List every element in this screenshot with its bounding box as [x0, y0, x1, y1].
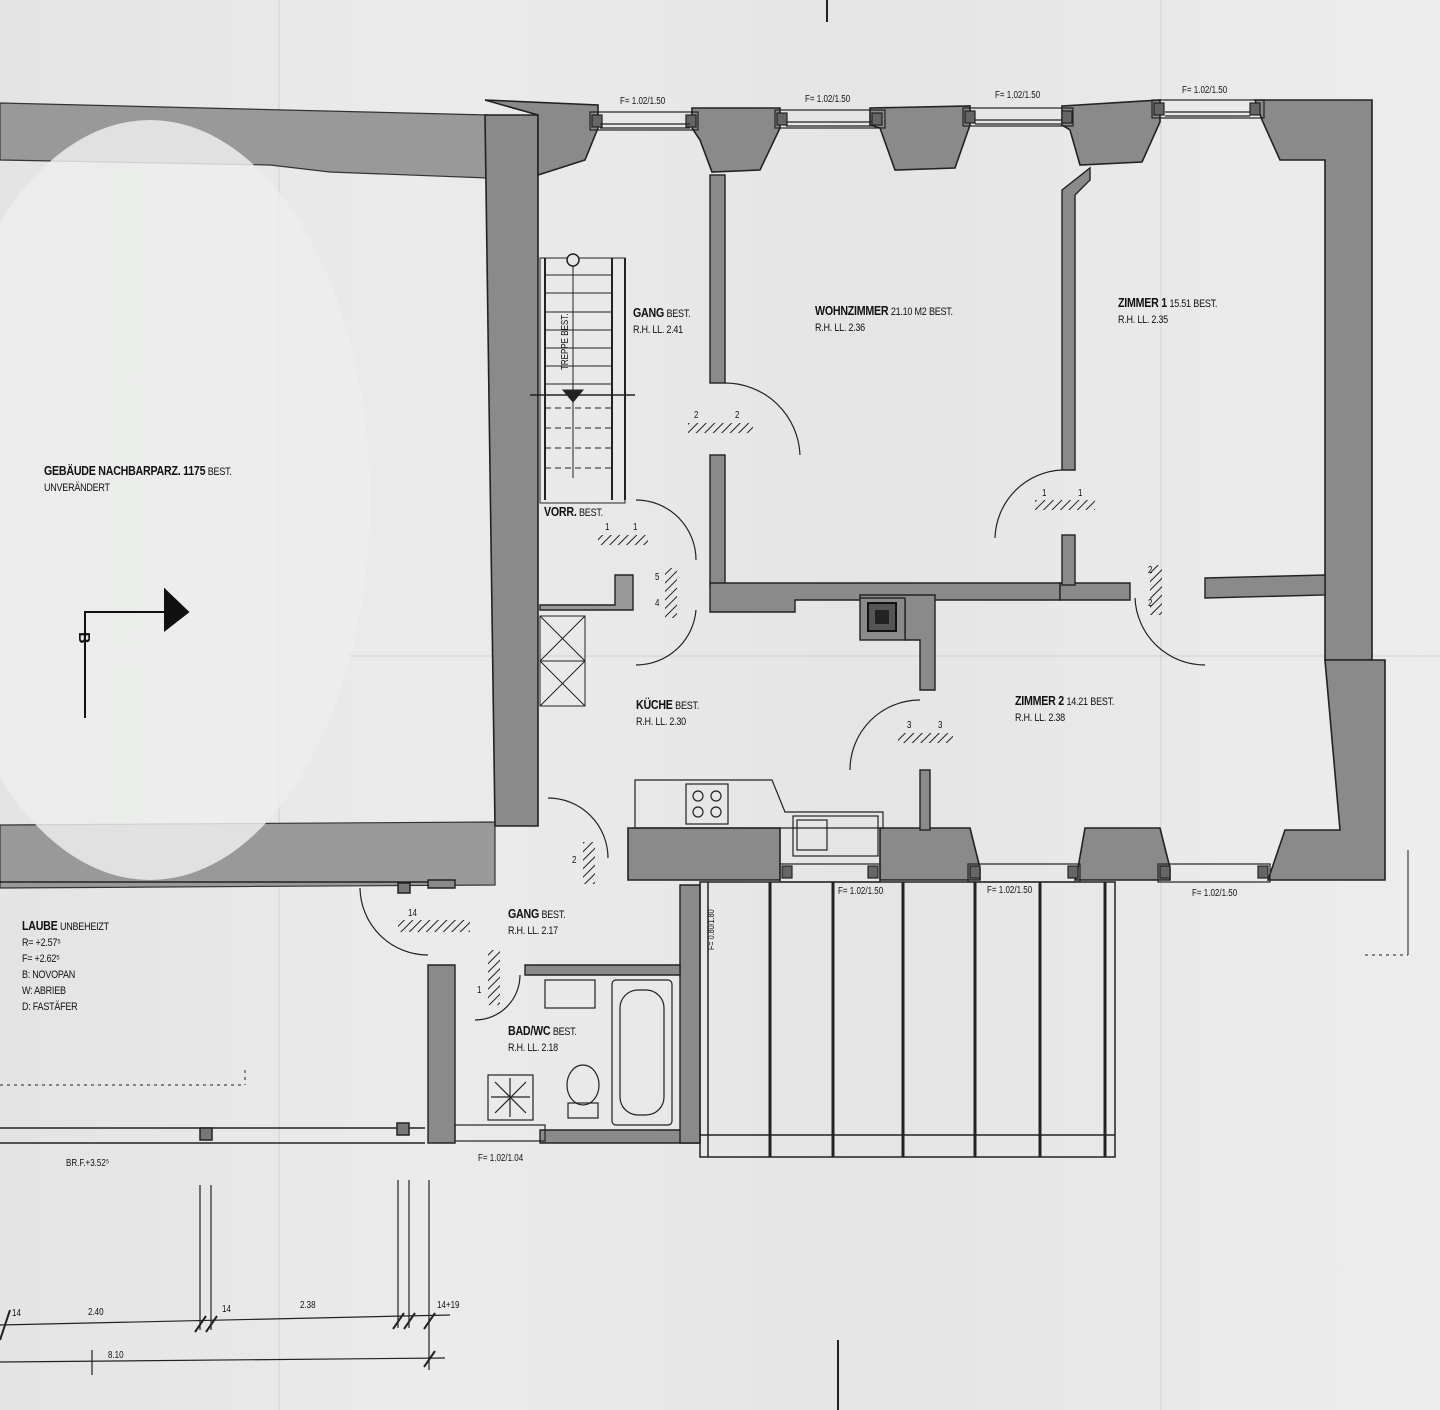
door-mark: 3 [938, 720, 943, 731]
door-mark: 1 [633, 522, 638, 533]
door-mark: 1 [477, 985, 482, 996]
door-marks [398, 423, 1162, 1005]
staircase [530, 253, 635, 707]
section-marker-b [84, 587, 190, 718]
door-mark: 2 [735, 410, 740, 421]
door-mark: 4 [655, 598, 660, 609]
window-label: F= 1.02/1.50 [987, 885, 1033, 896]
windows-bottom [454, 863, 1271, 1142]
room-label-zimmer1: ZIMMER 1 15.51 BEST. R.H. LL. 2.35 [1118, 295, 1218, 326]
window-label: F= 1.02/1.50 [995, 90, 1041, 101]
room-label-zimmer2: ZIMMER 2 14.21 BEST. R.H. LL. 2.38 [1015, 693, 1115, 724]
window-label: F= 1.02/1.50 [805, 94, 851, 105]
door-mark: 2 [572, 855, 577, 866]
windows-top [589, 99, 1265, 131]
stair-label: TREPPE BEST. [560, 313, 571, 370]
room-label-laube: LAUBE UNBEHEIZT R= +2.57⁵ F= +2.62⁵ B: N… [22, 918, 109, 1013]
window-label: F= 1.02/1.50 [1182, 85, 1228, 96]
exterior-walls [484, 99, 1386, 881]
room-label-bad-wc: BAD/WC BEST. R.H. LL. 2.18 [508, 1023, 577, 1054]
door-mark: 1 [1078, 488, 1083, 499]
window-label: F= 1.02/1.50 [620, 96, 666, 107]
door-mark: 14 [408, 908, 417, 919]
interior-walls [427, 166, 1326, 1144]
door-mark: 1 [1042, 488, 1047, 499]
paper-fold [0, 655, 1440, 657]
door-mark: 1 [605, 522, 610, 533]
bathroom-fixtures [487, 979, 673, 1126]
paper-fold [1160, 0, 1162, 1410]
kitchen-counter [634, 779, 884, 857]
dimension-label: 2.40 [88, 1307, 104, 1318]
dimension-label: 14+19 [437, 1300, 460, 1311]
dimension-brf: BR.F.+3.52⁵ [66, 1158, 110, 1169]
door-swings [359, 382, 1206, 1021]
door-mark: 2 [694, 410, 699, 421]
door-mark: 2 [1148, 565, 1153, 576]
dimension-total: 8.10 [108, 1350, 124, 1361]
dashed-outline [0, 954, 1408, 1086]
section-marker-letter: B [75, 632, 92, 644]
room-label-wohnzimmer: WOHNZIMMER 21.10 M2 BEST. R.H. LL. 2.36 [815, 303, 953, 334]
window-label: F= 1.02/1.50 [838, 886, 884, 897]
window-label-side: F= 0.80/1.80 [706, 909, 716, 950]
dimension-label: 14 [222, 1304, 231, 1315]
window-label-bath: F= 1.02/1.04 [478, 1153, 524, 1164]
dimension-lines [0, 1180, 451, 1375]
door-mark: 2 [1148, 598, 1153, 609]
window-label: F= 1.02/1.50 [1192, 888, 1238, 899]
neighbor-label: GEBÄUDE NACHBARPARZ. 1175 BEST. UNVERÄND… [44, 463, 232, 494]
door-mark: 5 [655, 572, 660, 583]
balcony-structure [0, 881, 1116, 1158]
dimension-label: 14 [12, 1308, 21, 1319]
room-label-gang: GANG BEST. R.H. LL. 2.41 [633, 305, 691, 336]
room-label-vorr: VORR. BEST. [544, 504, 603, 519]
room-label-gang-bottom: GANG BEST. R.H. LL. 2.17 [508, 906, 566, 937]
room-label-kueche: KÜCHE BEST. R.H. LL. 2.30 [636, 697, 700, 728]
door-mark: 3 [907, 720, 912, 731]
dimension-label: 2.38 [300, 1300, 316, 1311]
